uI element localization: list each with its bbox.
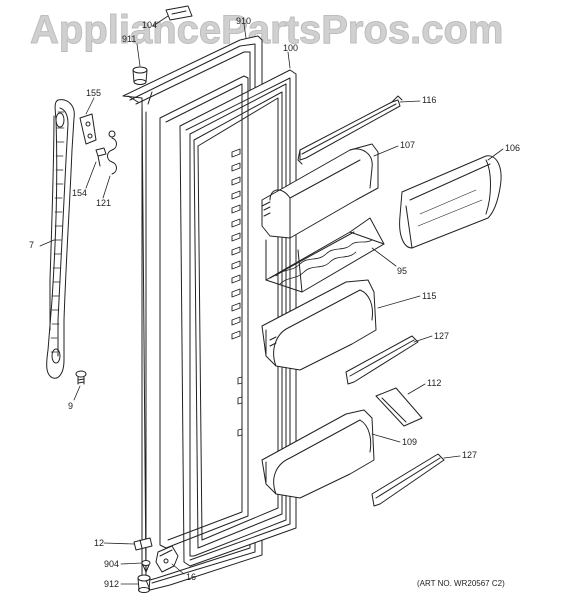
callout-7: 7 <box>29 240 35 250</box>
art-number: (ART NO. WR20567 C2) <box>417 579 505 588</box>
callout-912: 912 <box>104 579 120 589</box>
callout-12: 12 <box>94 538 105 548</box>
bracket-155 <box>79 113 97 145</box>
screw-904 <box>141 560 151 573</box>
callout-115: 115 <box>422 291 437 301</box>
callout-911: 911 <box>122 34 137 44</box>
shelf-rail-clips <box>231 148 243 437</box>
callout-104: 104 <box>142 20 158 30</box>
bin-trim-127-lower <box>371 453 445 507</box>
callout-127-lower: 127 <box>462 450 478 460</box>
callout-9: 9 <box>68 401 74 411</box>
shelf-bar-116 <box>297 95 403 165</box>
trim-112 <box>375 387 423 427</box>
door-bin-109 <box>261 409 375 499</box>
wire-rack-95 <box>265 217 385 293</box>
callout-154: 154 <box>72 188 88 198</box>
screw-154 <box>95 147 107 167</box>
callout-106: 106 <box>505 143 521 153</box>
dairy-door-106 <box>399 155 502 249</box>
door-handle-7 <box>46 99 75 379</box>
callout-121: 121 <box>96 198 112 208</box>
callout-127-upper: 127 <box>434 331 450 341</box>
callout-109: 109 <box>402 437 418 447</box>
top-cap-104 <box>165 5 193 21</box>
watermark: AppliancePartsPros.com <box>30 8 505 53</box>
callout-16: 16 <box>186 572 197 582</box>
clip-12 <box>133 537 153 551</box>
callout-155: 155 <box>86 88 102 98</box>
callout-116: 116 <box>422 95 437 105</box>
screw-911 <box>132 66 148 85</box>
callout-107: 107 <box>400 140 416 150</box>
door-inner-liner <box>159 75 249 549</box>
bushing-912 <box>137 574 151 593</box>
bin-trim-127-upper <box>345 335 419 385</box>
leader-lines <box>39 15 504 585</box>
callout-904: 904 <box>104 559 120 569</box>
callout-100: 100 <box>283 43 299 53</box>
door-bin-107 <box>261 143 379 239</box>
door-bin-115 <box>261 279 377 371</box>
callout-112: 112 <box>427 378 442 388</box>
screw-9 <box>75 370 87 385</box>
callout-910: 910 <box>236 16 252 26</box>
spring-121 <box>107 130 117 175</box>
callout-95: 95 <box>397 266 408 276</box>
